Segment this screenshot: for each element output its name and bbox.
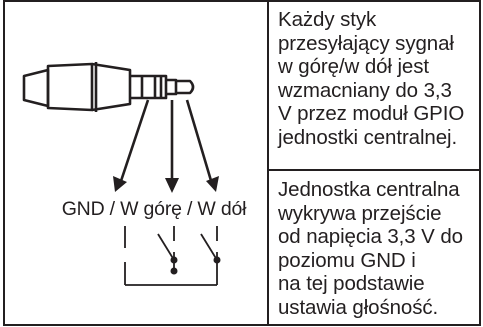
text-line: od napięcia 3,3 V do (278, 225, 463, 248)
text-line: V przez moduł GPIO (278, 102, 465, 125)
jack-plug-icon (22, 62, 195, 112)
text-line: wzmacniany do 3,3 (278, 78, 452, 102)
arrow-gnd (118, 99, 150, 185)
outer-border (3, 0, 481, 326)
switch-schematic (124, 226, 218, 286)
plug-contacts-label: GND / W górę / W dół (61, 198, 247, 220)
text-line: Każdy styk (278, 8, 377, 31)
description-cell-top: Każdy styk przesyłający sygnał w górę/w … (278, 8, 478, 149)
text-line: w górę/w dół jest (278, 55, 429, 78)
text-line: jednostki centralnej. (278, 125, 458, 149)
text-line: wykrywa przejście (278, 201, 442, 225)
text-line: na tej podstawie (278, 272, 425, 295)
text-line: poziomu GND i (278, 248, 416, 272)
arrow-icons (118, 99, 214, 185)
text-line: przesyłający sygnał (278, 31, 454, 55)
arrow-down (185, 99, 214, 185)
text-line: Jednostka centralna (278, 178, 460, 201)
description-cell-bottom: Jednostka centralna wykrywa przejście od… (278, 178, 478, 319)
text-line: ustawia głośność. (278, 295, 439, 319)
